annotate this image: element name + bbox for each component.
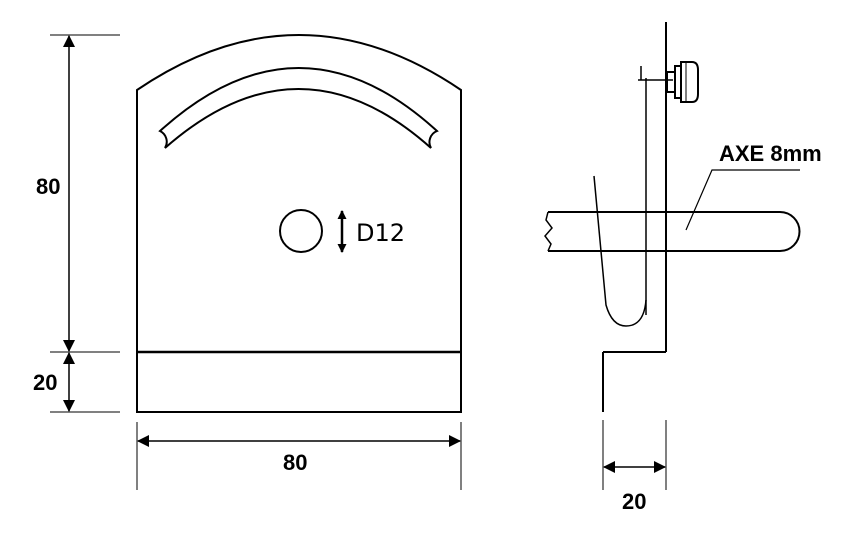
curved-slot: [158, 67, 439, 149]
hole-label: D12: [356, 219, 405, 247]
knob: [638, 61, 699, 103]
side-view: AXE 8mm: [544, 22, 822, 412]
axle-label: AXE 8mm: [719, 141, 822, 166]
width-label: 80: [283, 450, 307, 475]
height-top-label: 80: [36, 174, 60, 199]
axle: [548, 211, 801, 252]
height-bottom-label: 20: [33, 370, 57, 395]
spring-blade: [593, 175, 647, 327]
front-view: D12: [136, 34, 462, 413]
axle-leader: [685, 169, 800, 231]
hole-circle: [279, 209, 323, 253]
thickness-label: 20: [622, 489, 646, 514]
bracket-outline: [136, 34, 462, 413]
front-dimensions: 80 20 80: [33, 34, 462, 490]
axle-break: [544, 211, 553, 252]
side-dimensions: 20: [602, 420, 667, 514]
